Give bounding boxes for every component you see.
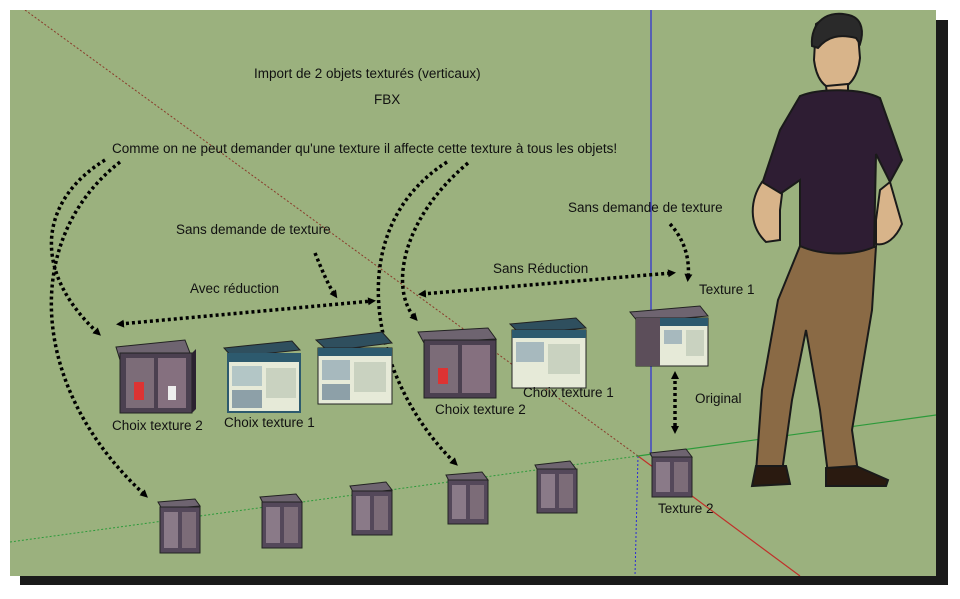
arrow-to-small-box-1 bbox=[49, 160, 148, 498]
label-original: Original bbox=[695, 391, 742, 406]
small-box-3[interactable] bbox=[349, 481, 393, 536]
label-choix-texture-2-right: Choix texture 2 bbox=[435, 402, 526, 417]
arrow-sans-demande-left bbox=[313, 252, 338, 299]
title-line-2: FBX bbox=[374, 92, 401, 107]
label-choix-texture-1-left: Choix texture 1 bbox=[224, 415, 315, 430]
label-choix-texture-1-right: Choix texture 1 bbox=[523, 385, 614, 400]
label-texture-1: Texture 1 bbox=[699, 282, 755, 297]
green-axis-hidden bbox=[10, 455, 639, 543]
box-choix-texture-2-right[interactable] bbox=[417, 327, 497, 399]
title-line-1: Import de 2 objets texturés (verticaux) bbox=[254, 66, 481, 81]
arrow-avec-reduction bbox=[116, 297, 376, 328]
arrow-sans-demande-right bbox=[668, 222, 693, 282]
explanation-text: Comme on ne peut demander qu'une texture… bbox=[112, 141, 618, 156]
sketchup-viewport[interactable]: Import de 2 objets texturés (verticaux) … bbox=[10, 10, 936, 576]
label-sans-demande-left: Sans demande de texture bbox=[176, 222, 331, 237]
arrow-to-choix2-right bbox=[400, 161, 470, 321]
box-choix-texture-2-left[interactable] bbox=[115, 339, 196, 414]
scene-canvas[interactable] bbox=[10, 10, 936, 576]
arrow-to-choix2-left bbox=[49, 158, 106, 336]
label-choix-texture-2-left: Choix texture 2 bbox=[112, 418, 203, 433]
label-sans-demande-right: Sans demande de texture bbox=[568, 200, 723, 215]
scale-figure-person[interactable] bbox=[750, 12, 904, 488]
label-avec-reduction: Avec réduction bbox=[190, 281, 280, 296]
arrow-to-small-box-4 bbox=[376, 160, 458, 466]
small-box-5[interactable] bbox=[534, 460, 578, 514]
blue-axis-hidden bbox=[634, 455, 639, 576]
arrow-sans-reduction bbox=[418, 269, 676, 298]
small-box-4[interactable] bbox=[445, 471, 489, 525]
label-texture-2: Texture 2 bbox=[658, 501, 714, 516]
box-choix-texture-1-left[interactable] bbox=[222, 340, 302, 413]
box-sans-demande-left[interactable] bbox=[314, 331, 394, 405]
label-sans-reduction: Sans Réduction bbox=[493, 261, 589, 276]
small-box-2[interactable] bbox=[259, 493, 303, 549]
box-texture-1[interactable] bbox=[629, 305, 709, 367]
box-choix-texture-1-right[interactable] bbox=[508, 317, 588, 389]
box-texture-2[interactable] bbox=[649, 448, 693, 498]
small-box-1[interactable] bbox=[157, 498, 201, 554]
